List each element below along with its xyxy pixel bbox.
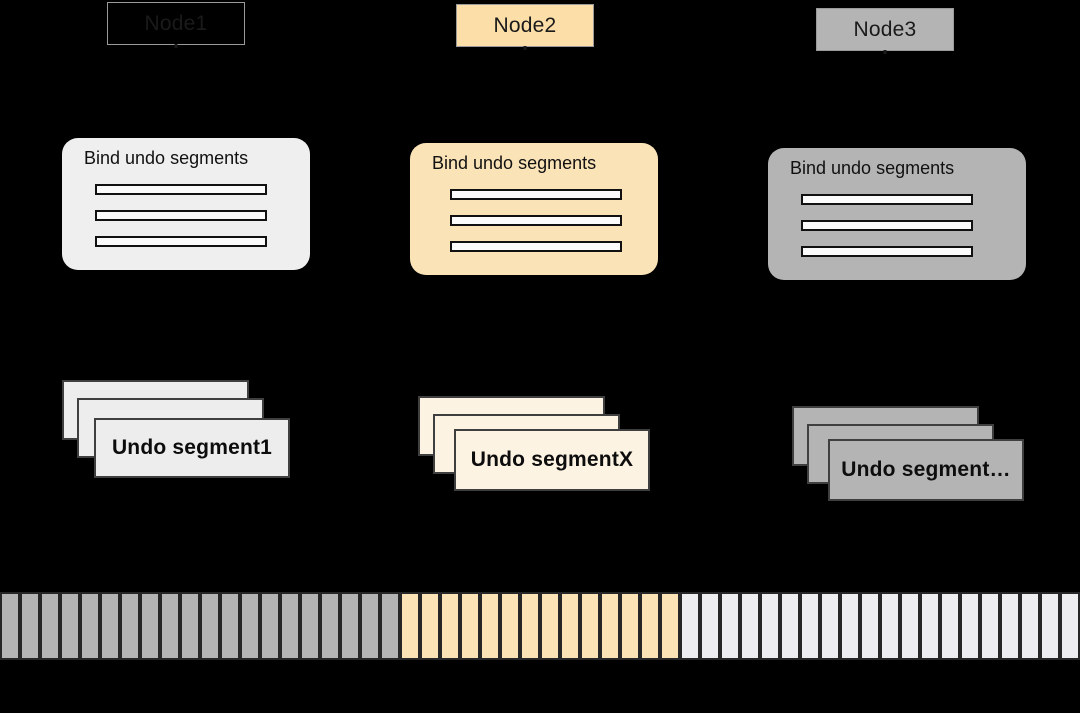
undo-segment-block[interactable] (800, 592, 820, 660)
undo-segment-block[interactable] (480, 592, 500, 660)
node-label-2[interactable]: Node2 (456, 4, 594, 50)
undo-segment-block[interactable] (1020, 592, 1040, 660)
undo-segment-block[interactable] (560, 592, 580, 660)
bind-bar (95, 236, 267, 247)
undo-segment-block[interactable] (780, 592, 800, 660)
undo-segment-block[interactable] (420, 592, 440, 660)
undo-segment-block[interactable] (720, 592, 740, 660)
undo-segment-block[interactable] (0, 592, 20, 660)
undo-segment-block[interactable] (620, 592, 640, 660)
undo-segment-block[interactable] (240, 592, 260, 660)
undo-segment-block[interactable] (880, 592, 900, 660)
undo-segment-label-3: Undo segment… (841, 458, 1011, 481)
undo-segment-block[interactable] (200, 592, 220, 660)
undo-tablespace-strip[interactable] (0, 592, 1080, 660)
bind-undo-segments-label-3: Bind undo segments (790, 158, 955, 178)
undo-segment-block[interactable] (140, 592, 160, 660)
node-3-connector-tick (883, 50, 887, 54)
undo-segment-block[interactable] (300, 592, 320, 660)
bind-bar (95, 210, 267, 221)
undo-segment-block[interactable] (260, 592, 280, 660)
undo-segment-block[interactable] (120, 592, 140, 660)
undo-segment-block[interactable] (20, 592, 40, 660)
undo-segment-block[interactable] (1060, 592, 1080, 660)
undo-segment-block[interactable] (320, 592, 340, 660)
bind-undo-segments-box-1[interactable]: Bind undo segments (62, 138, 310, 270)
bind-bar (801, 246, 973, 257)
undo-segment-block[interactable] (500, 592, 520, 660)
undo-segment-block[interactable] (40, 592, 60, 660)
undo-segment-block[interactable] (960, 592, 980, 660)
undo-segment-block[interactable] (1040, 592, 1060, 660)
bind-undo-segments-box-2[interactable]: Bind undo segments (410, 143, 658, 275)
undo-segment-block[interactable] (660, 592, 680, 660)
undo-segment-block[interactable] (280, 592, 300, 660)
bind-bar (801, 220, 973, 231)
undo-segment-block[interactable] (920, 592, 940, 660)
undo-segment-card-front[interactable]: Undo segment1 (94, 418, 290, 478)
bind-undo-segments-box-3[interactable]: Bind undo segments (768, 148, 1026, 280)
undo-segment-block[interactable] (80, 592, 100, 660)
undo-segment-card-front[interactable]: Undo segmentX (454, 429, 650, 491)
undo-segment-block[interactable] (340, 592, 360, 660)
undo-segment-stack-2[interactable]: Undo segmentX (418, 396, 658, 506)
undo-segment-block[interactable] (460, 592, 480, 660)
undo-segment-block[interactable] (700, 592, 720, 660)
undo-segment-stack-1[interactable]: Undo segment1 (62, 380, 302, 490)
node-label-2-text: Node2 (493, 13, 557, 37)
undo-segment-block[interactable] (600, 592, 620, 660)
undo-segment-block[interactable] (840, 592, 860, 660)
bind-bar (450, 189, 622, 200)
undo-segment-block[interactable] (860, 592, 880, 660)
undo-segment-block[interactable] (380, 592, 400, 660)
undo-segment-block[interactable] (580, 592, 600, 660)
undo-segment-label-1: Undo segment1 (111, 436, 273, 459)
node-label-3-text: Node3 (853, 17, 917, 41)
undo-segment-block[interactable] (760, 592, 780, 660)
undo-segment-block[interactable] (160, 592, 180, 660)
bind-bar (801, 194, 973, 205)
undo-segment-block[interactable] (940, 592, 960, 660)
bind-undo-segments-label-1: Bind undo segments (84, 148, 249, 168)
undo-segment-block[interactable] (680, 592, 700, 660)
node-label-1[interactable]: Node1 (107, 2, 245, 48)
undo-segment-block[interactable] (520, 592, 540, 660)
undo-segment-block[interactable] (980, 592, 1000, 660)
undo-segment-label-2: Undo segmentX (470, 448, 634, 471)
node-label-3[interactable]: Node3 (816, 8, 954, 54)
bind-bar (450, 215, 622, 226)
undo-segment-block[interactable] (100, 592, 120, 660)
node-label-1-text: Node1 (144, 11, 208, 35)
node-1-connector-tick (174, 44, 178, 48)
node-2-connector-tick (523, 46, 527, 50)
undo-segment-block[interactable] (360, 592, 380, 660)
undo-segment-card-front[interactable]: Undo segment… (828, 439, 1024, 501)
bind-bar (450, 241, 622, 252)
undo-segment-block[interactable] (540, 592, 560, 660)
undo-segment-block[interactable] (900, 592, 920, 660)
undo-segment-block[interactable] (60, 592, 80, 660)
undo-segment-block[interactable] (180, 592, 200, 660)
bind-undo-segments-label-2: Bind undo segments (432, 153, 597, 173)
undo-segment-block[interactable] (740, 592, 760, 660)
undo-segment-block[interactable] (440, 592, 460, 660)
undo-segment-block[interactable] (400, 592, 420, 660)
undo-segment-block[interactable] (820, 592, 840, 660)
undo-segment-block[interactable] (1000, 592, 1020, 660)
undo-segment-stack-3[interactable]: Undo segment… (792, 406, 1032, 516)
undo-segment-block[interactable] (220, 592, 240, 660)
bind-bar (95, 184, 267, 195)
undo-segment-block[interactable] (640, 592, 660, 660)
